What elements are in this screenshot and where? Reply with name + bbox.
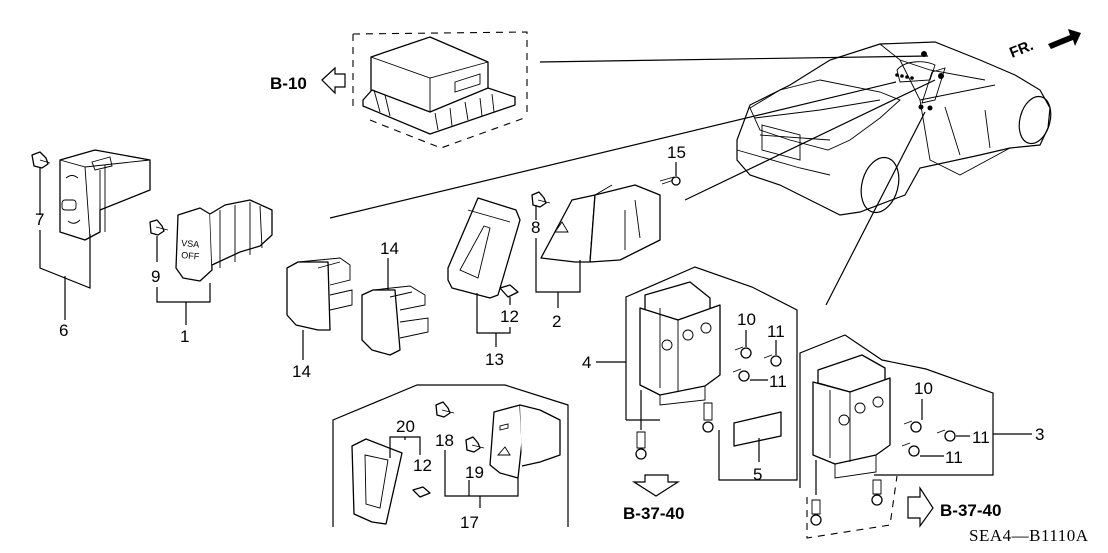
callout-11-d[interactable]: 11 bbox=[945, 448, 963, 467]
callout-20[interactable]: 20 bbox=[396, 417, 415, 436]
callout-17[interactable]: 17 bbox=[460, 513, 479, 532]
part-20-bezel bbox=[351, 438, 403, 525]
callout-10-left[interactable]: 10 bbox=[737, 310, 756, 329]
part-3-switch bbox=[812, 354, 891, 479]
front-label: FR. bbox=[1007, 37, 1036, 62]
callout-11-c[interactable]: 11 bbox=[972, 428, 990, 447]
callout-14-right[interactable]: 14 bbox=[380, 239, 399, 258]
part-11-screw-d bbox=[901, 442, 920, 457]
leader-line bbox=[539, 55, 929, 63]
callout-14-left[interactable]: 14 bbox=[292, 362, 311, 381]
leader-line bbox=[684, 79, 936, 201]
callout-4[interactable]: 4 bbox=[582, 353, 591, 372]
part-2-hazard-switch bbox=[540, 184, 661, 263]
part-19-clip bbox=[465, 436, 485, 453]
callout-11-b[interactable]: 11 bbox=[769, 372, 787, 391]
part-7-clip bbox=[31, 151, 51, 215]
part-14-cover-right bbox=[361, 285, 429, 356]
callout-8[interactable]: 8 bbox=[531, 218, 540, 237]
callout-5[interactable]: 5 bbox=[753, 465, 762, 484]
part-13-bezel bbox=[447, 197, 521, 299]
part-6-switch bbox=[59, 149, 151, 241]
callout-19[interactable]: 19 bbox=[465, 463, 484, 482]
callout-1[interactable]: 1 bbox=[180, 327, 189, 346]
callout-9[interactable]: 9 bbox=[151, 267, 160, 286]
part-10-screw-left bbox=[734, 346, 752, 359]
diagram-code: SEA4—B1110A bbox=[969, 526, 1089, 545]
part-5-label bbox=[733, 411, 782, 447]
ref-b37-40-right[interactable]: B-37-40 bbox=[940, 501, 1001, 520]
ref-arrow-left-icon bbox=[321, 66, 346, 95]
bracket-13 bbox=[476, 293, 511, 347]
part-4-screw-left bbox=[635, 390, 647, 460]
front-arrow-icon bbox=[1048, 29, 1081, 49]
ref-arrow-down-icon bbox=[631, 474, 681, 497]
front-direction-indicator: FR. bbox=[1007, 29, 1081, 62]
callout-6[interactable]: 6 bbox=[59, 321, 68, 340]
part-14-cover-left bbox=[286, 257, 353, 331]
part-4-screw-right bbox=[702, 402, 714, 433]
part-1-vsa-switch: VSA OFF bbox=[175, 199, 273, 282]
part-15-screw bbox=[659, 176, 681, 186]
part-17-hazard-switch bbox=[489, 404, 561, 479]
callout-7[interactable]: 7 bbox=[35, 210, 44, 229]
part-11-screw-c bbox=[936, 429, 956, 442]
bracket-1 bbox=[156, 283, 211, 325]
callout-2[interactable]: 2 bbox=[552, 312, 561, 331]
callout-11-a[interactable]: 11 bbox=[767, 322, 785, 341]
car-illustration bbox=[736, 41, 1052, 216]
part-3-screw-right bbox=[871, 479, 883, 506]
bracket-6 bbox=[39, 230, 91, 320]
bracket-2 bbox=[535, 238, 581, 308]
part-8-clip bbox=[531, 191, 551, 220]
callout-13[interactable]: 13 bbox=[485, 350, 504, 369]
part-3-dashed-box bbox=[806, 475, 898, 539]
car-front-wheel bbox=[1018, 95, 1052, 145]
part-11-screw-a bbox=[763, 354, 782, 367]
callout-18[interactable]: 18 bbox=[435, 431, 454, 450]
part-4-switch bbox=[639, 281, 721, 406]
ref-arrow-right-icon bbox=[907, 485, 934, 528]
callout-12-upper[interactable]: 12 bbox=[500, 307, 519, 326]
ref-b10[interactable]: B-10 bbox=[270, 74, 307, 93]
leader-line bbox=[825, 111, 926, 306]
part-9-clip bbox=[149, 219, 169, 262]
group-17-frame bbox=[332, 384, 569, 527]
part-10-screw-right bbox=[903, 420, 922, 433]
leader-line bbox=[329, 81, 897, 219]
group-3-frame bbox=[799, 334, 994, 488]
control-unit-dashed-box bbox=[352, 31, 528, 149]
part-3-screw-left bbox=[810, 460, 822, 526]
car-rear-wheel bbox=[860, 156, 900, 214]
part-18-clip bbox=[435, 401, 455, 418]
vsa-off-label-line1: VSA bbox=[181, 238, 200, 250]
part-12-clip-upper bbox=[499, 284, 519, 298]
group-4-frame bbox=[625, 266, 798, 481]
bracket-17 bbox=[444, 450, 519, 508]
part-12-clip-lower bbox=[412, 486, 431, 498]
callout-10-right[interactable]: 10 bbox=[914, 379, 933, 398]
control-unit-group: B-10 bbox=[270, 31, 929, 149]
bracket-20 bbox=[389, 436, 421, 458]
callout-15[interactable]: 15 bbox=[667, 143, 686, 162]
part-11-screw-b bbox=[732, 368, 750, 382]
control-unit bbox=[362, 36, 516, 135]
callout-3[interactable]: 3 bbox=[1035, 425, 1044, 444]
ref-b37-40-left[interactable]: B-37-40 bbox=[623, 504, 684, 523]
callout-12-lower[interactable]: 12 bbox=[413, 456, 432, 475]
vsa-off-label-line2: OFF bbox=[181, 250, 200, 262]
